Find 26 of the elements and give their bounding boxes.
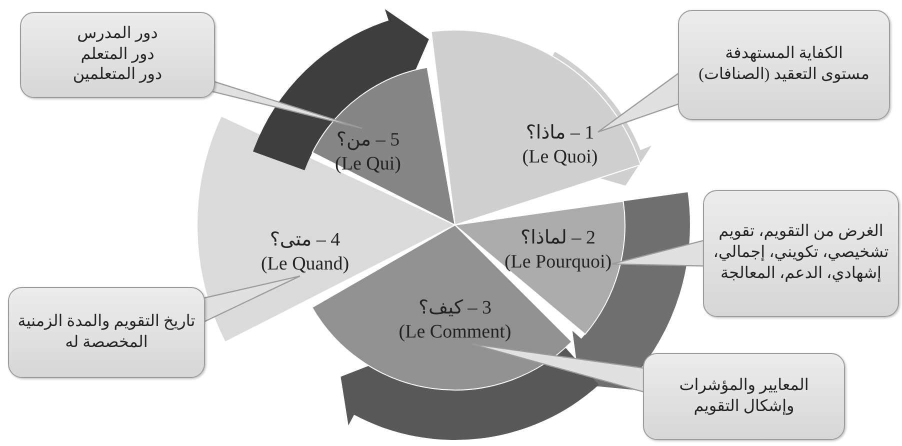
sector-label: (Le Comment) <box>398 320 512 344</box>
sector-label: (Le Qui) <box>335 152 401 176</box>
sector-label: 1 – ماذا؟ <box>526 121 594 145</box>
sector-label: 4 – متى؟ <box>270 228 340 252</box>
callout-text: مستوى التعقيد (الصنافات) <box>698 65 870 85</box>
callout-text: المعايير والمؤشرات وإشكال التقويم <box>678 376 810 417</box>
callout-text: دور المتعلمين <box>72 65 162 86</box>
sector-label: (Le Quoi) <box>522 145 598 169</box>
callout-bubble <box>8 287 205 378</box>
sector-label: 2 – لماذا؟ <box>520 226 596 250</box>
callout-text: الغرض من التقويم، تقويم تشخيصي، تكويني، إجمالي، إشهادي، الدعم، المعالجة <box>712 222 890 284</box>
callout-tail <box>471 343 646 393</box>
callout-bubble <box>703 190 899 317</box>
sector-label: (Le Pourquoi) <box>504 250 612 274</box>
callout-text: دور المدرس <box>77 24 158 44</box>
sector-label: (Le Quand) <box>260 252 350 276</box>
callout-text: الكفاية المستهدفة <box>725 44 843 64</box>
callout-bubble <box>643 353 845 440</box>
callout-text: تاريخ التقويم والمدة الزمنية المخصصة له <box>17 312 196 352</box>
callout-tail <box>202 275 301 323</box>
sector-label: 5 – من؟ <box>336 128 400 152</box>
callout-text: دور المتعلم <box>80 44 154 65</box>
callout-tail <box>611 239 706 267</box>
callout-bubble <box>678 10 890 120</box>
callout-bubble <box>20 12 215 98</box>
sector-label: 3 – كيف؟ <box>418 296 492 320</box>
